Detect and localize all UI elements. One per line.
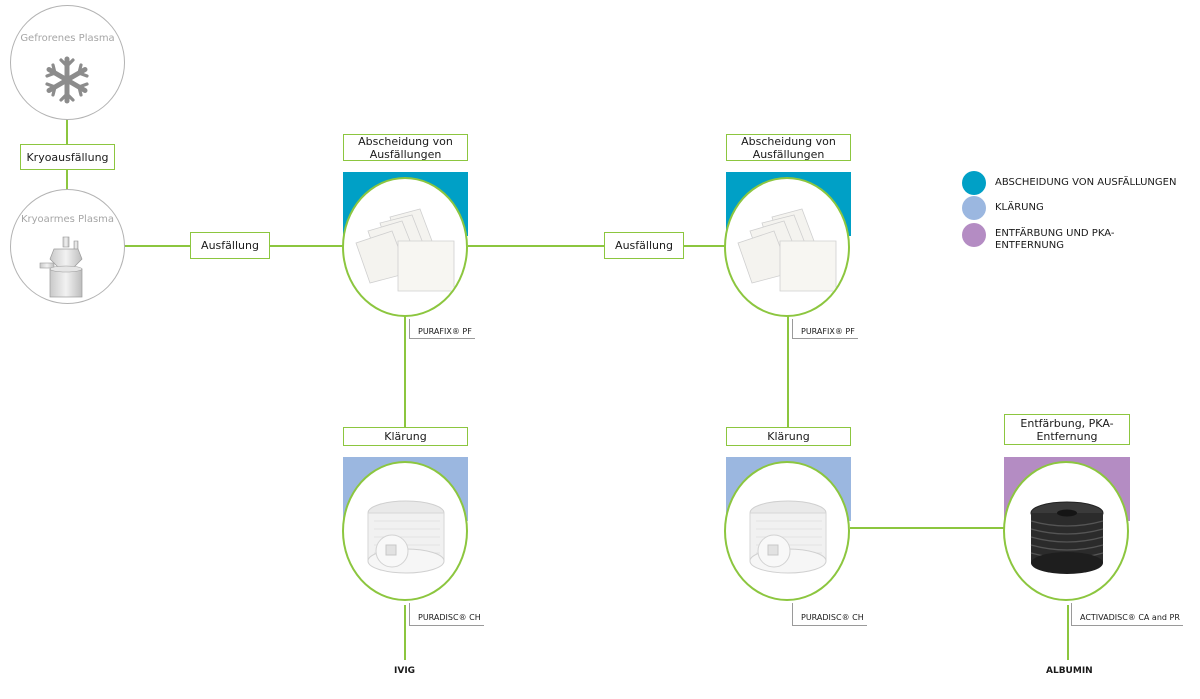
cryo-precipitation-label: Kryoausfällung [20, 144, 115, 170]
decolor-product-circle [1003, 461, 1129, 601]
legend-label-separation: ABSCHEIDUNG VON AUSFÄLLUNGEN [995, 177, 1177, 188]
centrifuge-icon [39, 236, 83, 298]
legend-swatch-separation [962, 171, 986, 195]
legend-item-clarification: KLÄRUNG [962, 196, 1180, 220]
precipitation-1-label: Ausfällung [190, 232, 270, 259]
puradisc-1-tag: PURADISC® CH [409, 603, 484, 626]
decolor-label: Entfärbung, PKA-Entfernung [1004, 414, 1130, 445]
separation-2-product-circle [724, 177, 850, 317]
separation-2-label: Abscheidung von Ausfällungen [726, 134, 851, 161]
activated-carbon-cartridge-icon [1030, 501, 1104, 574]
legend-item-separation: ABSCHEIDUNG VON AUSFÄLLUNGEN [962, 171, 1180, 195]
cryo-poor-plasma-title: Kryoarmes Plasma [20, 214, 115, 225]
clarification-2-label: Klärung [726, 427, 851, 446]
filter-sheets-icon [737, 208, 837, 292]
legend-swatch-decolor [962, 223, 986, 247]
legend-label-decolor: ENTFÄRBUNG UND PKA-ENTFERNUNG [995, 228, 1115, 251]
albumin-output: ALBUMIN [1046, 666, 1093, 676]
precipitation-2-label: Ausfällung [604, 232, 684, 259]
ivig-output: IVIG [394, 666, 416, 676]
depth-filter-cartridge-icon [367, 500, 445, 574]
separation-1-label: Abscheidung von Ausfällungen [343, 134, 468, 161]
frozen-plasma-title: Gefrorenes Plasma [20, 33, 115, 44]
separation-1-product-circle [342, 177, 468, 317]
cryo-poor-plasma-node: Kryoarmes Plasma [10, 189, 125, 304]
clarification-1-label: Klärung [343, 427, 468, 446]
clarification-2-product-circle [724, 461, 850, 601]
filter-sheets-icon [355, 208, 455, 292]
depth-filter-cartridge-icon [749, 500, 827, 574]
purafix-2-tag: PURAFIX® PF [792, 319, 858, 339]
activadisc-tag: ACTIVADISC® CA and PR [1071, 603, 1183, 626]
frozen-plasma-node: Gefrorenes Plasma [10, 5, 125, 120]
purafix-1-tag: PURAFIX® PF [409, 319, 475, 339]
legend-label-clarification: KLÄRUNG [995, 202, 1044, 213]
clarification-1-product-circle [342, 461, 468, 601]
legend-item-decolor: ENTFÄRBUNG UND PKA-ENTFERNUNG [962, 223, 1125, 252]
puradisc-2-tag: PURADISC® CH [792, 603, 867, 626]
legend-swatch-clarification [962, 196, 986, 220]
snowflake-icon [45, 56, 89, 104]
